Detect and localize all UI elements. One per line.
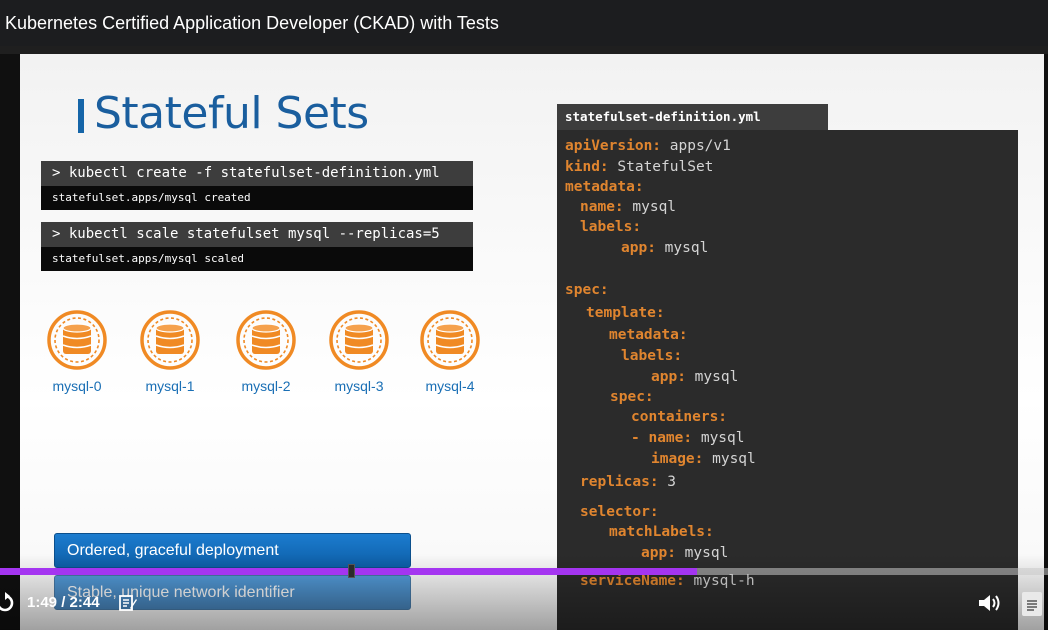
progress-handle[interactable] <box>348 564 355 578</box>
lecture-slide: Stateful Sets > kubectl create -f statef… <box>20 54 1044 630</box>
pod-mysql-3: mysql-3 <box>319 310 399 394</box>
yaml-key: metadata: <box>609 327 688 343</box>
yaml-key: labels: <box>621 348 683 364</box>
yaml-line: name: mysql <box>580 198 676 216</box>
yaml-key: - name: <box>631 430 693 446</box>
database-icon <box>140 310 200 370</box>
command-line: > kubectl create -f statefulset-definiti… <box>41 161 473 186</box>
yaml-line: apiVersion: apps/v1 <box>565 137 731 155</box>
yaml-value: mysql <box>685 369 739 385</box>
pod-label: mysql-0 <box>52 378 102 394</box>
volume-icon[interactable] <box>977 592 1001 614</box>
database-icon <box>420 310 480 370</box>
yaml-line: template: <box>586 304 665 322</box>
yaml-filename-tab: statefulset-definition.yml <box>557 104 828 130</box>
yaml-key: replicas: <box>580 474 659 490</box>
yaml-line: app: mysql <box>651 368 738 386</box>
command-output: statefulset.apps/mysql scaled <box>41 247 473 271</box>
slide-title: Stateful Sets <box>94 88 369 139</box>
yaml-value: apps/v1 <box>661 138 731 154</box>
yaml-line: app: mysql <box>641 544 728 562</box>
yaml-key: name: <box>580 199 624 215</box>
yaml-key: matchLabels: <box>609 524 714 540</box>
yaml-line: labels: <box>621 347 682 365</box>
yaml-line: serviceName: mysql-h <box>580 572 755 590</box>
yaml-key: spec: <box>565 282 609 298</box>
transcript-icon[interactable] <box>1022 592 1042 616</box>
yaml-line: labels: <box>580 218 641 236</box>
transcript-lines-icon <box>1027 600 1037 611</box>
pod-label: mysql-1 <box>145 378 195 394</box>
yaml-key: app: <box>641 545 676 561</box>
yaml-value: mysql <box>703 451 756 467</box>
command-line: > kubectl scale statefulset mysql --repl… <box>41 222 473 247</box>
pod-mysql-1: mysql-1 <box>130 310 210 394</box>
yaml-line: kind: StatefulSet <box>565 158 713 176</box>
video-player[interactable]: Stateful Sets > kubectl create -f statef… <box>0 54 1048 630</box>
yaml-line: spec: <box>610 388 654 406</box>
pod-label: mysql-3 <box>334 378 384 394</box>
yaml-key: app: <box>651 369 686 385</box>
yaml-line: image: mysql <box>651 450 756 468</box>
yaml-key: labels: <box>580 219 642 235</box>
yaml-key: template: <box>586 305 665 321</box>
database-icon <box>329 310 389 370</box>
yaml-key: apiVersion: <box>565 138 662 154</box>
yaml-value: StatefulSet <box>608 159 714 175</box>
yaml-line: replicas: 3 <box>580 473 676 491</box>
yaml-key: serviceName: <box>580 573 685 589</box>
yaml-value: mysql <box>692 430 745 446</box>
pod-mysql-0: mysql-0 <box>37 310 117 394</box>
yaml-value: 3 <box>658 474 677 490</box>
yaml-value: mysql <box>655 240 709 256</box>
yaml-line: - name: mysql <box>631 429 745 447</box>
pod-mysql-4: mysql-4 <box>410 310 490 394</box>
yaml-key: image: <box>651 451 704 467</box>
yaml-key: app: <box>621 240 656 256</box>
notes-icon[interactable] <box>119 594 137 612</box>
yaml-line: spec: <box>565 281 609 299</box>
yaml-line: metadata: <box>565 178 644 196</box>
feature-ordered-deployment: Ordered, graceful deployment <box>54 533 411 568</box>
yaml-value: mysql <box>623 199 677 215</box>
course-title: Kubernetes Certified Application Develop… <box>0 0 1048 46</box>
time-readout: 1:49 / 2:44 <box>27 594 100 611</box>
progress-bar[interactable] <box>0 568 1048 575</box>
database-icon <box>236 310 296 370</box>
pod-mysql-2: mysql-2 <box>226 310 306 394</box>
replay-icon[interactable] <box>0 592 14 614</box>
pod-label: mysql-2 <box>241 378 291 394</box>
yaml-code-panel: apiVersion: apps/v1 kind: StatefulSet me… <box>557 130 1018 630</box>
command-output: statefulset.apps/mysql created <box>41 186 473 210</box>
feature-network-identifier: Stable, unique network identifier <box>54 575 411 610</box>
pod-label: mysql-4 <box>425 378 475 394</box>
yaml-key: metadata: <box>565 179 644 195</box>
yaml-key: kind: <box>565 159 609 175</box>
yaml-key: containers: <box>631 409 728 425</box>
database-icon <box>47 310 107 370</box>
yaml-line: metadata: <box>609 326 688 344</box>
yaml-key: spec: <box>610 389 654 405</box>
yaml-value: mysql-h <box>684 573 755 589</box>
command-block: > kubectl create -f statefulset-definiti… <box>41 161 473 210</box>
yaml-value: mysql <box>675 545 729 561</box>
command-block: > kubectl scale statefulset mysql --repl… <box>41 222 473 271</box>
yaml-key: selector: <box>580 504 659 520</box>
yaml-line: containers: <box>631 408 727 426</box>
yaml-line: app: mysql <box>621 239 708 257</box>
yaml-line: selector: <box>580 503 659 521</box>
title-accent-bar <box>78 99 84 133</box>
yaml-line: matchLabels: <box>609 523 714 541</box>
